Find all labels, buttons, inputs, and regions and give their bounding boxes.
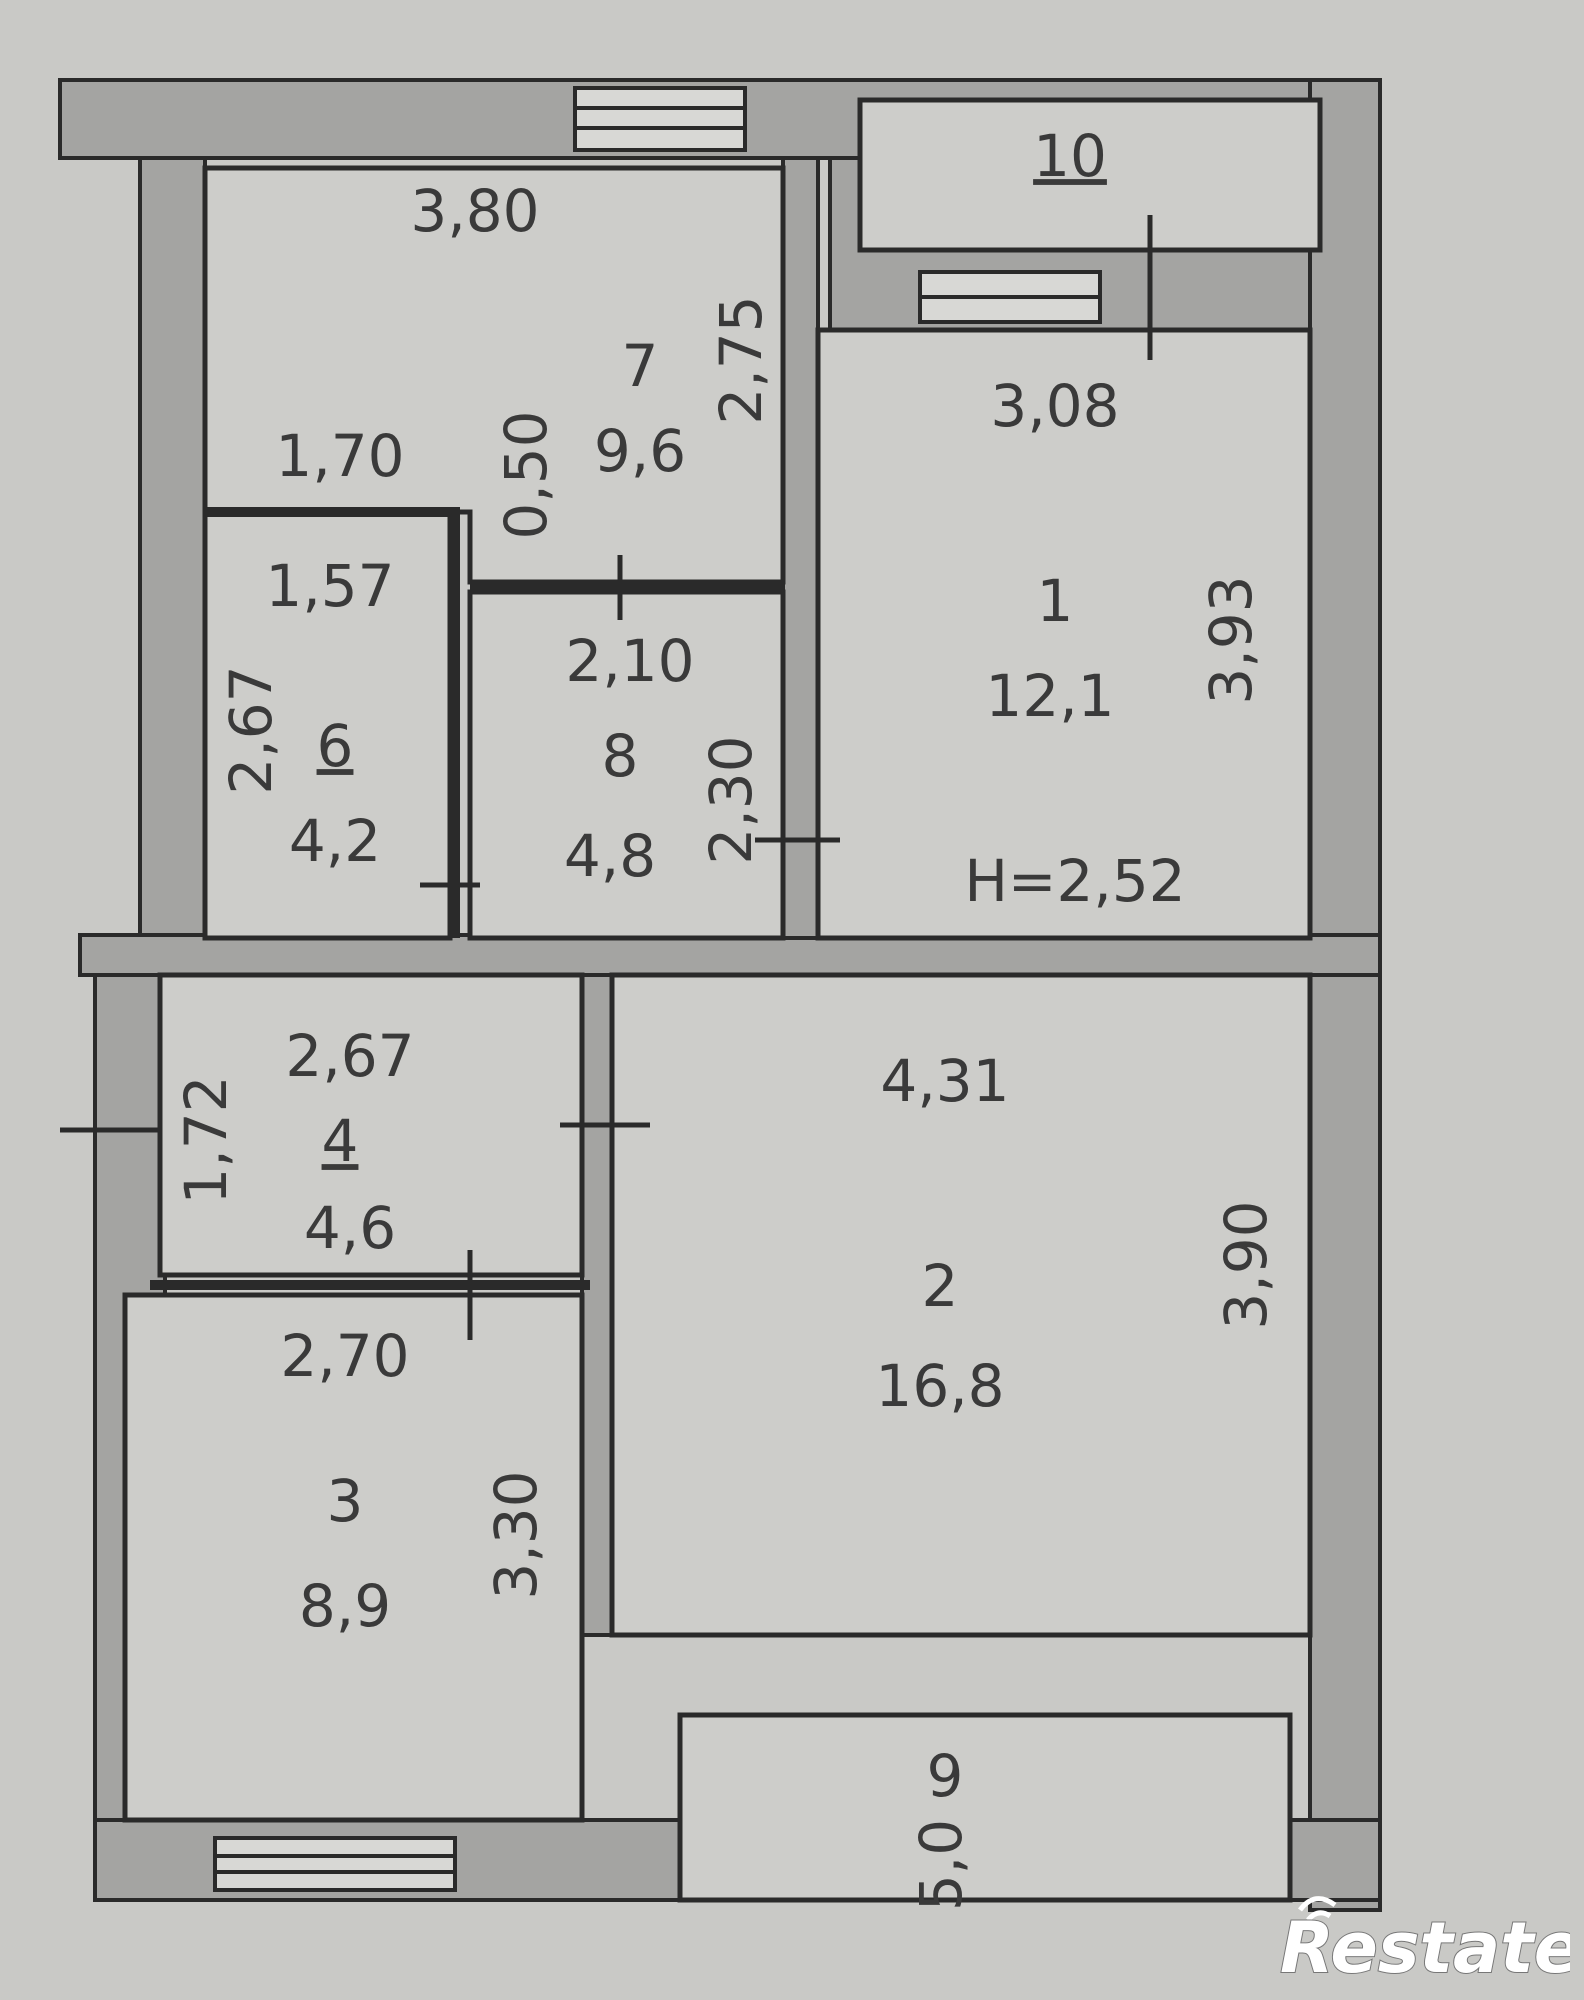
room-4-area: 4,6 [304,1194,396,1262]
room-6 [202,509,453,941]
window-room-3 [213,1836,457,1892]
room-1 [815,327,1313,941]
room-7-dim-height: 2,75 [707,295,775,424]
room-2-dim-height: 3,90 [1212,1200,1280,1329]
room-8-dim-height: 2,30 [697,735,765,864]
room-10 [857,97,1323,253]
room-3-dim-width: 2,70 [280,1322,409,1390]
restate-logo-text: Restate [1280,1907,1570,1989]
room-9-area: 5,0 [907,1819,975,1911]
room-4-dim-height: 1,72 [172,1075,240,1204]
room-10-number: 10 [1033,122,1107,190]
room-1-dim-width: 3,08 [990,372,1119,440]
room-4-dim-width: 2,67 [285,1022,414,1090]
room-2-area: 16,8 [875,1352,1004,1420]
room-3-number: 3 [327,1467,364,1535]
door-marks [60,215,1153,1340]
room-1-area: 12,1 [985,662,1114,730]
room-3-dim-height: 3,30 [482,1470,550,1599]
room-6-dim-width: 1,57 [265,552,394,620]
room-7-dim-niche: 1,70 [275,422,404,490]
room-8-number: 8 [602,722,639,790]
room-2-number: 2 [922,1252,959,1320]
room-3 [122,1292,585,1823]
room-6-dim-height: 2,67 [217,665,285,794]
room-3-area: 8,9 [299,1572,391,1640]
room-9-number: 9 [927,1742,964,1810]
restate-logo-icon [1298,1896,1337,1922]
rooms [122,97,1323,1903]
room-8-dim-width: 2,10 [565,627,694,695]
room-2-dim-width: 4,31 [880,1047,1009,1115]
window-kitchen [573,86,747,152]
room-8-area: 4,8 [564,822,656,890]
room-7-number: 7 [622,332,659,400]
room-1-number: 1 [1037,567,1074,635]
room-6-area: 4,2 [289,807,381,875]
room-4-number: 4 [322,1107,359,1175]
room-9 [677,1712,1293,1903]
ceiling-height: H=2,52 [964,847,1185,915]
room-2 [609,972,1313,1638]
windows [213,86,1102,1892]
room-7-area: 9,6 [594,417,686,485]
room-6-number: 6 [317,712,354,780]
partitions [150,507,783,1290]
room-7-dim-width: 3,80 [410,177,539,245]
restate-watermark: Restate [1279,1896,1570,1990]
room-8 [467,589,786,941]
room-4 [157,972,585,1278]
room-1-dim-height: 3,93 [1197,575,1265,704]
room-7-dim-offset: 0,50 [492,410,560,539]
